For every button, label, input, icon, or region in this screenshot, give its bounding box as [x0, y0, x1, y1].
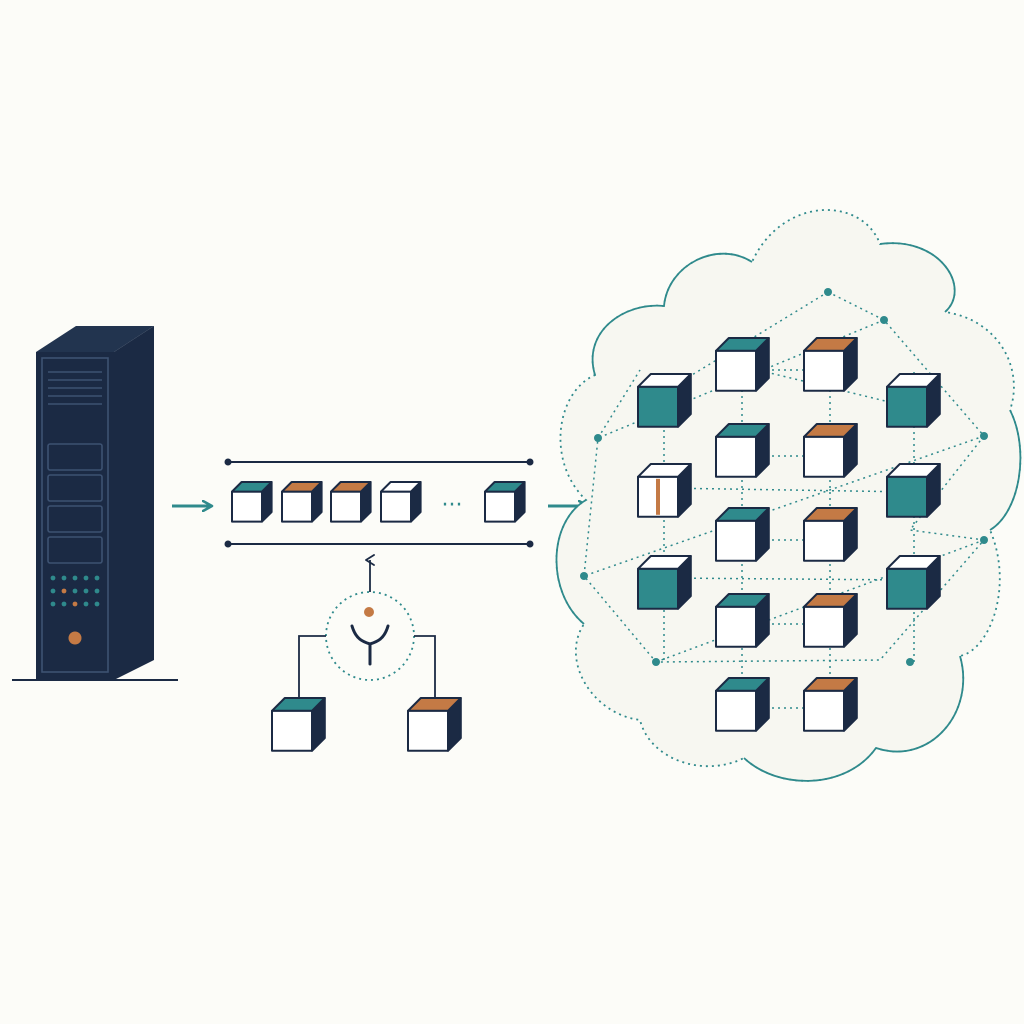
queue-ellipsis: ···	[442, 493, 463, 518]
block-cube-icon	[886, 373, 941, 428]
merge-fork-icon	[350, 607, 390, 666]
indicator-dot	[61, 588, 67, 594]
indicator-dot	[83, 601, 89, 607]
block-cube-icon	[281, 481, 323, 523]
block-cube-icon	[803, 677, 858, 732]
merge-connector-right	[414, 635, 436, 706]
block-cube-icon	[715, 593, 770, 648]
block-cube-icon	[271, 697, 326, 752]
power-button	[68, 631, 82, 645]
drive-bay	[47, 474, 103, 502]
indicator-dot	[50, 588, 56, 594]
indicator-dot	[72, 588, 78, 594]
block-cube-icon	[803, 337, 858, 392]
merge-ring	[325, 591, 415, 681]
cloud-icon	[555, 209, 1022, 782]
drive-bay	[47, 443, 103, 471]
block-cube-icon	[886, 555, 941, 610]
cloud-outline	[555, 209, 1022, 782]
block-cube-icon	[803, 507, 858, 562]
indicator-dot	[83, 575, 89, 581]
block-cube-icon	[380, 481, 422, 523]
indicator-dot	[61, 575, 67, 581]
block-cube-icon	[803, 593, 858, 648]
merge-connector-left	[298, 635, 326, 702]
server-bezel	[41, 357, 109, 673]
merge-group	[271, 554, 462, 752]
indicator-dot	[72, 575, 78, 581]
indicator-dot	[72, 601, 78, 607]
block-cube-icon	[637, 463, 692, 518]
block-cube-icon	[407, 697, 462, 752]
drive-bay	[47, 536, 103, 564]
indicator-dot	[94, 575, 100, 581]
block-queue: ···	[224, 458, 534, 548]
block-cube-icon	[330, 481, 372, 523]
block-cube-icon	[715, 677, 770, 732]
indicator-dot	[61, 601, 67, 607]
server-top-face	[36, 326, 154, 352]
indicator-dot	[94, 588, 100, 594]
block-cube-icon	[231, 481, 273, 523]
indicator-dot	[50, 575, 56, 581]
indicator-dot	[94, 601, 100, 607]
block-cube-icon	[484, 481, 526, 523]
server-tower-icon	[12, 326, 178, 681]
block-cube-icon	[715, 507, 770, 562]
block-cube-icon	[637, 373, 692, 428]
block-cube-icon	[803, 423, 858, 478]
indicator-dot	[50, 601, 56, 607]
block-cube-icon	[886, 463, 941, 518]
server-side-face	[114, 326, 154, 680]
block-cube-icon	[637, 555, 692, 610]
indicator-dot	[83, 588, 89, 594]
block-cube-icon	[715, 337, 770, 392]
block-cube-icon	[715, 423, 770, 478]
server-indicator-lights	[50, 575, 100, 607]
drive-bay	[47, 505, 103, 533]
server-front-face	[36, 352, 114, 680]
